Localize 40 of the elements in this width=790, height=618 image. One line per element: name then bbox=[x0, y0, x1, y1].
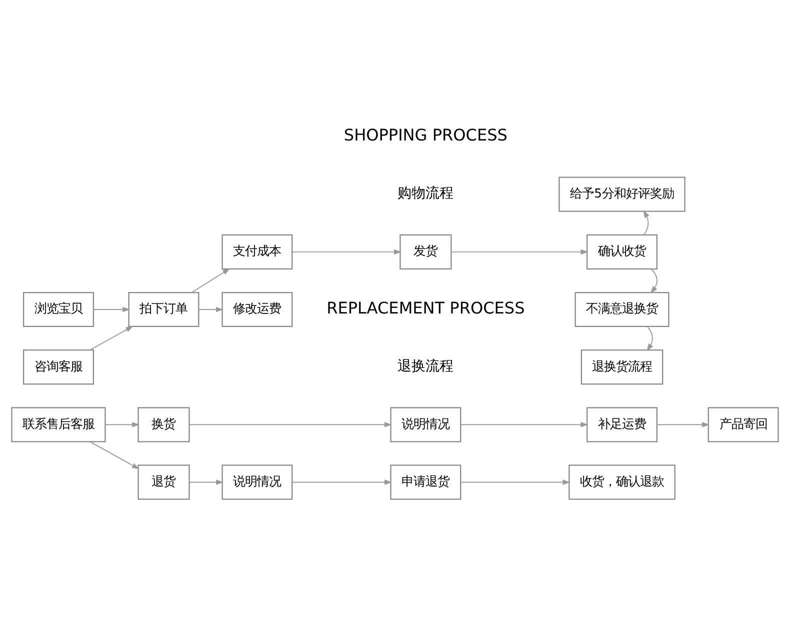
label: 购物流程 bbox=[398, 185, 454, 202]
label: REPLACEMENT PROCESS bbox=[326, 298, 525, 317]
arrow bbox=[104, 422, 140, 427]
arrow bbox=[191, 268, 230, 292]
node-box: 申请退货 bbox=[390, 464, 462, 500]
arrow bbox=[198, 306, 224, 312]
arrow bbox=[90, 440, 140, 469]
node-box: 不满意退换货 bbox=[574, 291, 670, 327]
node-box: 说明情况 bbox=[390, 406, 462, 442]
arrow bbox=[189, 422, 392, 427]
arrow bbox=[93, 306, 130, 312]
arrow bbox=[90, 325, 134, 350]
node-box: 浏览宝贝 bbox=[23, 291, 94, 327]
node-box: 确认收货 bbox=[586, 234, 658, 269]
node-box: 咨询客服 bbox=[23, 349, 94, 384]
arrow bbox=[650, 268, 658, 294]
node-box: 拍下订单 bbox=[128, 291, 200, 327]
arrow bbox=[656, 422, 710, 427]
label: SHOPPING PROCESS bbox=[344, 125, 508, 144]
arrow bbox=[643, 210, 650, 235]
arrow bbox=[292, 479, 392, 484]
node-box: 补足运费 bbox=[586, 406, 658, 442]
node-box: 说明情况 bbox=[222, 464, 293, 500]
node-box: 发货 bbox=[400, 234, 452, 269]
node-box: 收货，确认退款 bbox=[568, 464, 676, 500]
node-box: 修改运费 bbox=[222, 291, 293, 327]
node-box: 退换货流程 bbox=[580, 349, 664, 384]
arrow bbox=[450, 248, 588, 254]
node-box: 给予5分和好评奖励 bbox=[558, 176, 686, 212]
node-box: 换货 bbox=[138, 406, 190, 442]
arrow bbox=[460, 479, 570, 484]
node-box: 退货 bbox=[138, 464, 190, 500]
node-box: 联系售后客服 bbox=[11, 406, 106, 442]
arrow bbox=[189, 479, 224, 484]
label: 退换流程 bbox=[398, 358, 454, 374]
arrow bbox=[292, 248, 402, 254]
arrow bbox=[460, 422, 588, 427]
node-box: 支付成本 bbox=[222, 234, 293, 269]
arrow bbox=[646, 326, 654, 351]
node-box: 产品寄回 bbox=[708, 406, 779, 442]
